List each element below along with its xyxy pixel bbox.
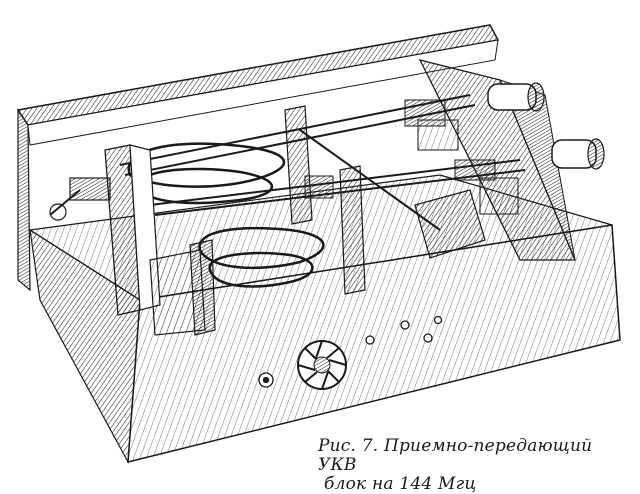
front-panel-knobs: [258, 315, 443, 388]
vacuum-tube-upper: [487, 82, 545, 112]
caption-line-1: Рис. 7. Приемно-передающий УКВ: [318, 436, 593, 475]
figure-caption: Рис. 7. Приемно-передающий УКВ блок на 1…: [318, 437, 634, 494]
right-components: [404, 99, 519, 259]
back-panel: [16, 24, 500, 292]
caption-line-2: блок на 144 Мгц: [324, 474, 477, 494]
front-panel-fan: [297, 340, 347, 390]
front-left-assembly: [49, 144, 216, 336]
chassis-base: [28, 174, 621, 465]
vacuum-tube-lower: [551, 138, 605, 170]
center-brackets: [284, 105, 366, 295]
coil-loops: [127, 142, 325, 288]
